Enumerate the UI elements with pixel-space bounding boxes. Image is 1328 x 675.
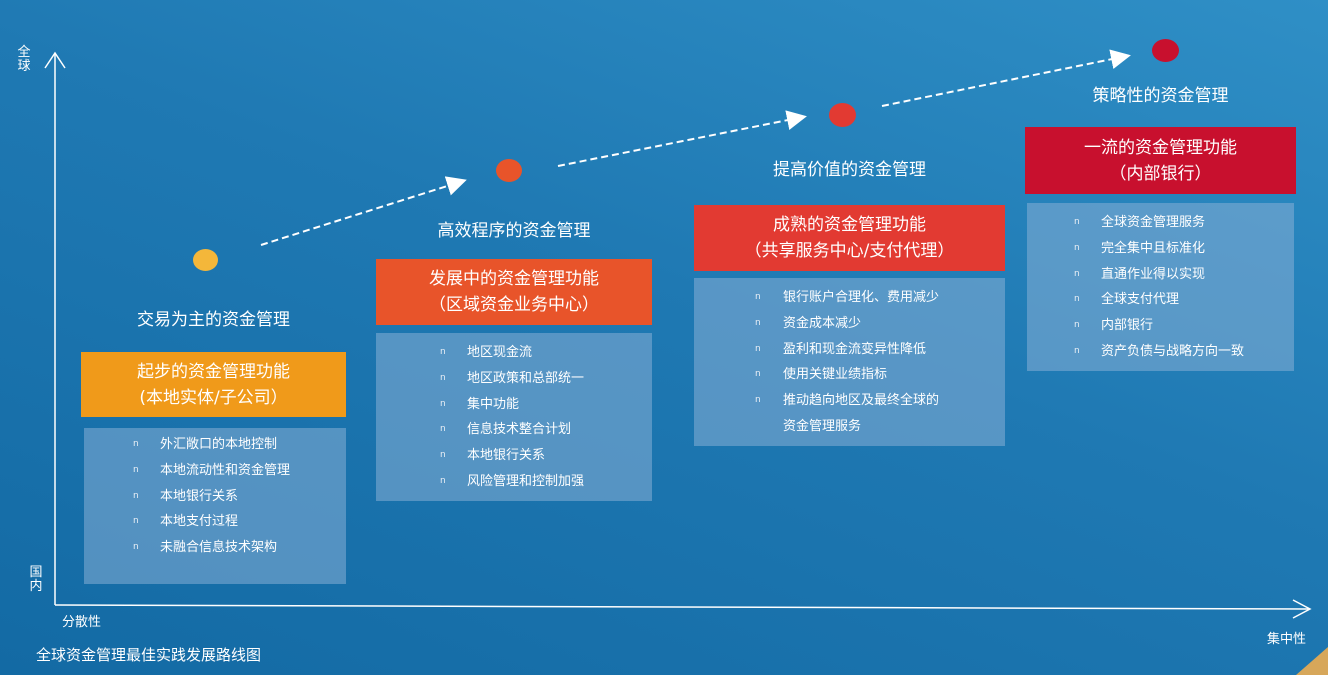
stage-4-title: 策略性的资金管理 [1092, 86, 1229, 106]
bullet-icon: n [440, 347, 446, 357]
bullet-icon: n [1074, 345, 1080, 356]
stage-2-box-line1: 发展中的资金管理功能 [429, 269, 599, 289]
corner-accent [1296, 647, 1328, 675]
bullet-icon: n [133, 542, 139, 553]
stage-1-box: 起步的资金管理功能 (本地实体/子公司） [81, 352, 346, 417]
stage-2-box-line2: （区域资金业务中心） [429, 295, 599, 315]
bullet-icon: n [755, 369, 761, 380]
bullet-icon: n [440, 398, 446, 409]
stage-3-title: 提高价值的资金管理 [773, 160, 926, 180]
stage-3-dot [829, 103, 856, 127]
stage-4-box: 一流的资金管理功能 （内部银行） [1025, 127, 1296, 194]
bullet-icon: n [133, 439, 139, 449]
bullet-icon: n [1074, 268, 1080, 279]
bullet-icon: n [1074, 320, 1080, 331]
stage-1-box-line1: 起步的资金管理功能 [137, 361, 290, 382]
x-axis-left-label: 分散性 [62, 615, 102, 630]
bullet-icon: n [1074, 242, 1080, 253]
stage-3-box-line1: 成熟的资金管理功能 [773, 215, 926, 235]
stage-2-title: 高效程序的资金管理 [437, 221, 591, 241]
bullet-icon: n [755, 317, 761, 328]
bullet-icon: n [440, 450, 446, 461]
stage-4-box-line1: 一流的资金管理功能 [1084, 137, 1237, 158]
y-axis-top-label: 全球 [17, 45, 31, 74]
progress-arrow-2 [557, 110, 807, 167]
stage-1-title: 交易为主的资金管理 [137, 310, 290, 330]
stage-4-box-line2: （内部银行） [1109, 163, 1212, 184]
progress-arrow-1 [260, 176, 467, 246]
progress-arrow-3 [881, 49, 1131, 107]
bullet-icon: n [440, 372, 446, 383]
bullet-icon: n [133, 516, 139, 527]
x-axis-right-label: 集中性 [1267, 632, 1307, 647]
bullet-icon: n [440, 424, 446, 435]
bullet-icon: n [755, 343, 761, 354]
stage-1-dot [193, 249, 218, 271]
bullet-icon: n [133, 464, 139, 475]
bullet-icon: n [133, 490, 139, 501]
list-item: 资金管理服务 [783, 418, 862, 434]
stage-2-dot [496, 159, 522, 182]
bullet-icon: n [1074, 217, 1080, 227]
diagram-caption: 全球资金管理最佳实践发展路线图 [36, 646, 262, 664]
bullet-icon: n [755, 292, 761, 302]
y-axis-bottom-label: 国内 [29, 565, 43, 594]
y-axis [44, 51, 66, 605]
stage-3-box: 成熟的资金管理功能 （共享服务中心/支付代理） [694, 205, 1005, 271]
bullet-icon: n [440, 475, 446, 486]
bullet-icon: n [1074, 294, 1080, 305]
stage-1-box-line2: (本地实体/子公司） [139, 387, 288, 408]
stage-4-dot [1152, 39, 1179, 62]
stage-2-box: 发展中的资金管理功能 （区域资金业务中心） [376, 259, 652, 325]
x-axis [54, 599, 1312, 619]
stage-3-box-line2: （共享服务中心/支付代理） [744, 241, 955, 261]
bullet-icon: n [755, 395, 761, 406]
